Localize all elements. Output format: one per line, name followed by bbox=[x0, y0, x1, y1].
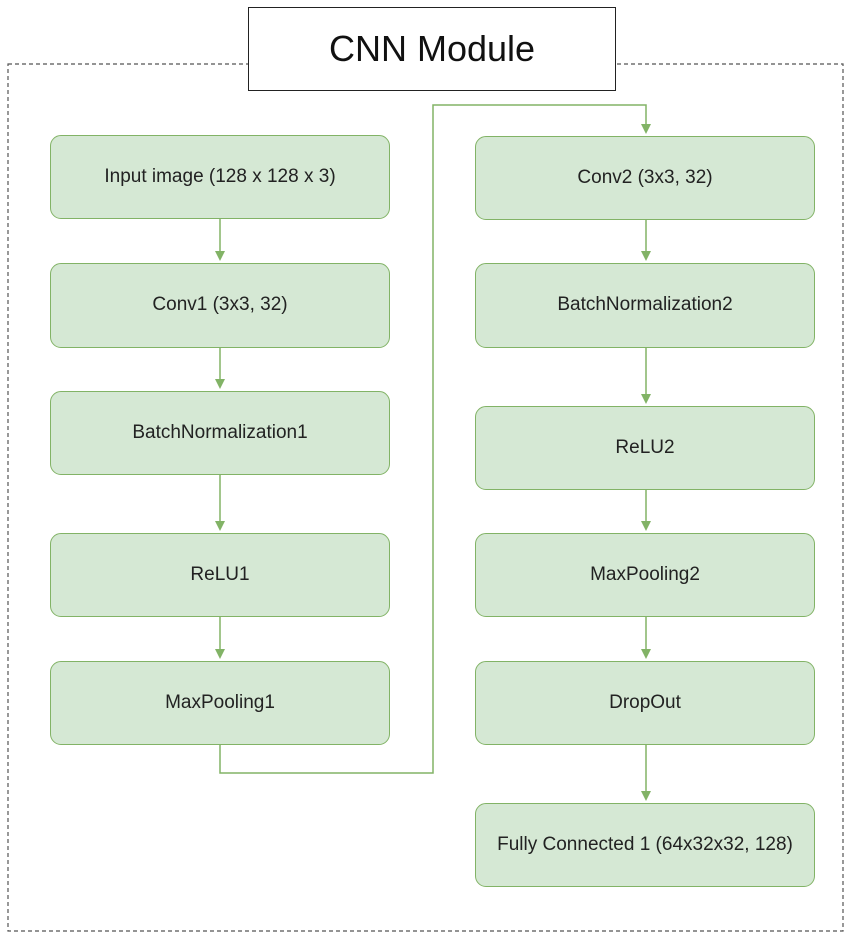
node-input-image: Input image (128 x 128 x 3) bbox=[50, 135, 390, 219]
node-relu1: ReLU1 bbox=[50, 533, 390, 617]
node-label: Conv2 (3x3, 32) bbox=[577, 166, 713, 188]
node-maxpool1: MaxPooling1 bbox=[50, 661, 390, 745]
node-dropout: DropOut bbox=[475, 661, 815, 745]
module-title: CNN Module bbox=[248, 7, 616, 91]
module-frame bbox=[7, 63, 844, 932]
node-label: ReLU2 bbox=[615, 436, 675, 458]
node-label: Input image (128 x 128 x 3) bbox=[104, 165, 336, 187]
node-label: MaxPooling1 bbox=[165, 691, 275, 713]
node-relu2: ReLU2 bbox=[475, 406, 815, 490]
node-label: MaxPooling2 bbox=[590, 563, 700, 585]
node-fully-connected-1: Fully Connected 1 (64x32x32, 128) bbox=[475, 803, 815, 887]
node-conv1: Conv1 (3x3, 32) bbox=[50, 263, 390, 348]
arrow-maxpool1-to-conv2 bbox=[219, 104, 651, 774]
node-label: ReLU1 bbox=[190, 563, 250, 585]
node-conv2: Conv2 (3x3, 32) bbox=[475, 136, 815, 220]
node-batchnorm1: BatchNormalization1 bbox=[50, 391, 390, 475]
node-maxpool2: MaxPooling2 bbox=[475, 533, 815, 617]
node-label: BatchNormalization1 bbox=[132, 421, 308, 443]
node-batchnorm2: BatchNormalization2 bbox=[475, 263, 815, 348]
node-label: Fully Connected 1 (64x32x32, 128) bbox=[497, 833, 793, 855]
node-label: Conv1 (3x3, 32) bbox=[152, 294, 288, 316]
node-label: DropOut bbox=[609, 691, 681, 713]
node-label: BatchNormalization2 bbox=[557, 294, 733, 316]
